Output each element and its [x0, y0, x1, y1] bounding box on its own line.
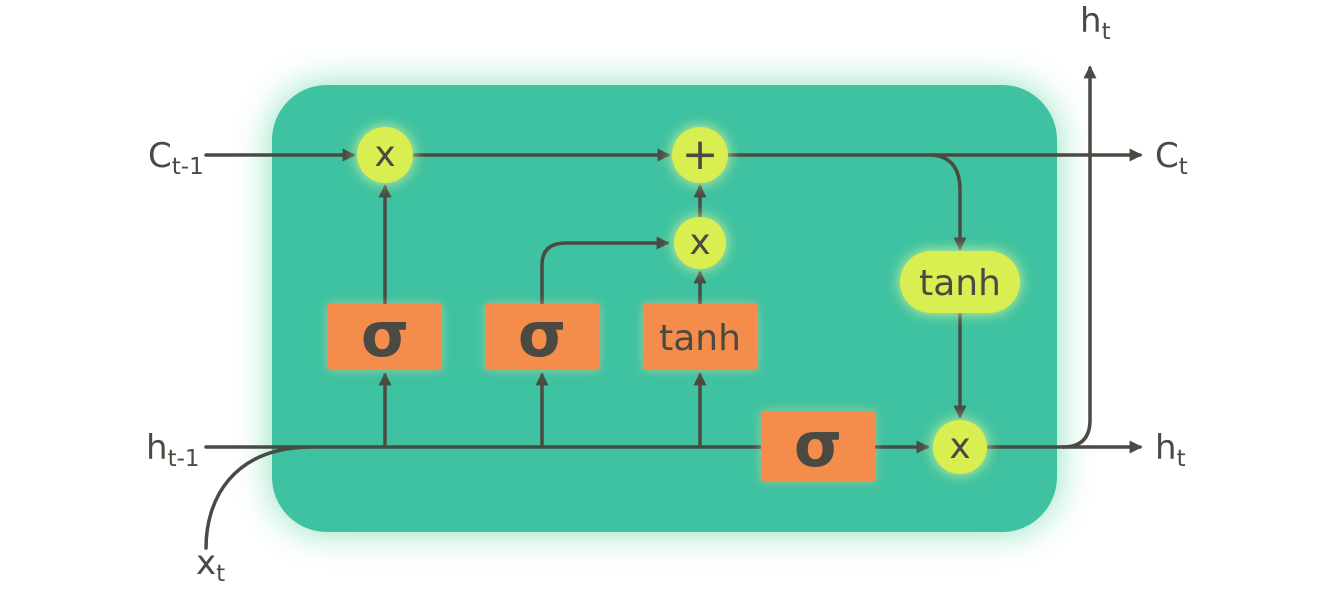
op-cell-add-label: +	[682, 129, 719, 180]
wire-x-input	[204, 445, 312, 550]
op-input-mul-label: x	[689, 222, 710, 263]
gate-input-box	[485, 304, 599, 370]
op-forget-mul: x	[357, 127, 413, 183]
io-labels: Ct-1 ht-1 xt Ct ht ht	[146, 1, 1188, 587]
op-forget-mul-label: x	[374, 134, 395, 175]
wire-inputgate-to-mul	[540, 236, 670, 305]
wire-cell-to-tanh	[931, 153, 967, 251]
gate-output-label: σ	[794, 408, 842, 481]
op-forget-mul-circle	[357, 127, 413, 183]
gate-output-box	[761, 411, 875, 481]
op-cell-add: +	[672, 127, 728, 183]
gate-input: σ	[485, 298, 599, 371]
label-cell-state-in: Ct-1	[148, 136, 204, 180]
wires	[204, 65, 1143, 550]
op-output-mul: x	[933, 420, 987, 474]
gate-forget: σ	[328, 298, 442, 371]
wire-hidden-up	[1061, 65, 1097, 449]
label-hidden-in: ht-1	[146, 428, 200, 472]
gate-candidate: tanh	[643, 304, 757, 370]
op-cell-tanh: tanh	[900, 251, 1020, 313]
gate-forget-label: σ	[361, 298, 409, 371]
op-output-mul-circle	[933, 420, 987, 474]
gate-forget-box	[328, 304, 442, 370]
label-hidden-out: ht	[1155, 428, 1186, 472]
op-input-mul-circle	[674, 217, 726, 269]
gate-output: σ	[761, 408, 875, 481]
gate-candidate-box	[643, 304, 757, 370]
gate-candidate-label: tanh	[659, 318, 741, 359]
label-x-input: xt	[196, 543, 225, 587]
op-cell-tanh-pill	[900, 251, 1020, 313]
op-cell-tanh-label: tanh	[919, 263, 1001, 304]
op-output-mul-label: x	[949, 426, 970, 467]
label-cell-state-out: Ct	[1155, 136, 1188, 180]
op-cell-add-circle	[672, 127, 728, 183]
label-hidden-top: ht	[1080, 1, 1111, 45]
gate-input-label: σ	[518, 298, 566, 371]
op-input-mul: x	[674, 217, 726, 269]
